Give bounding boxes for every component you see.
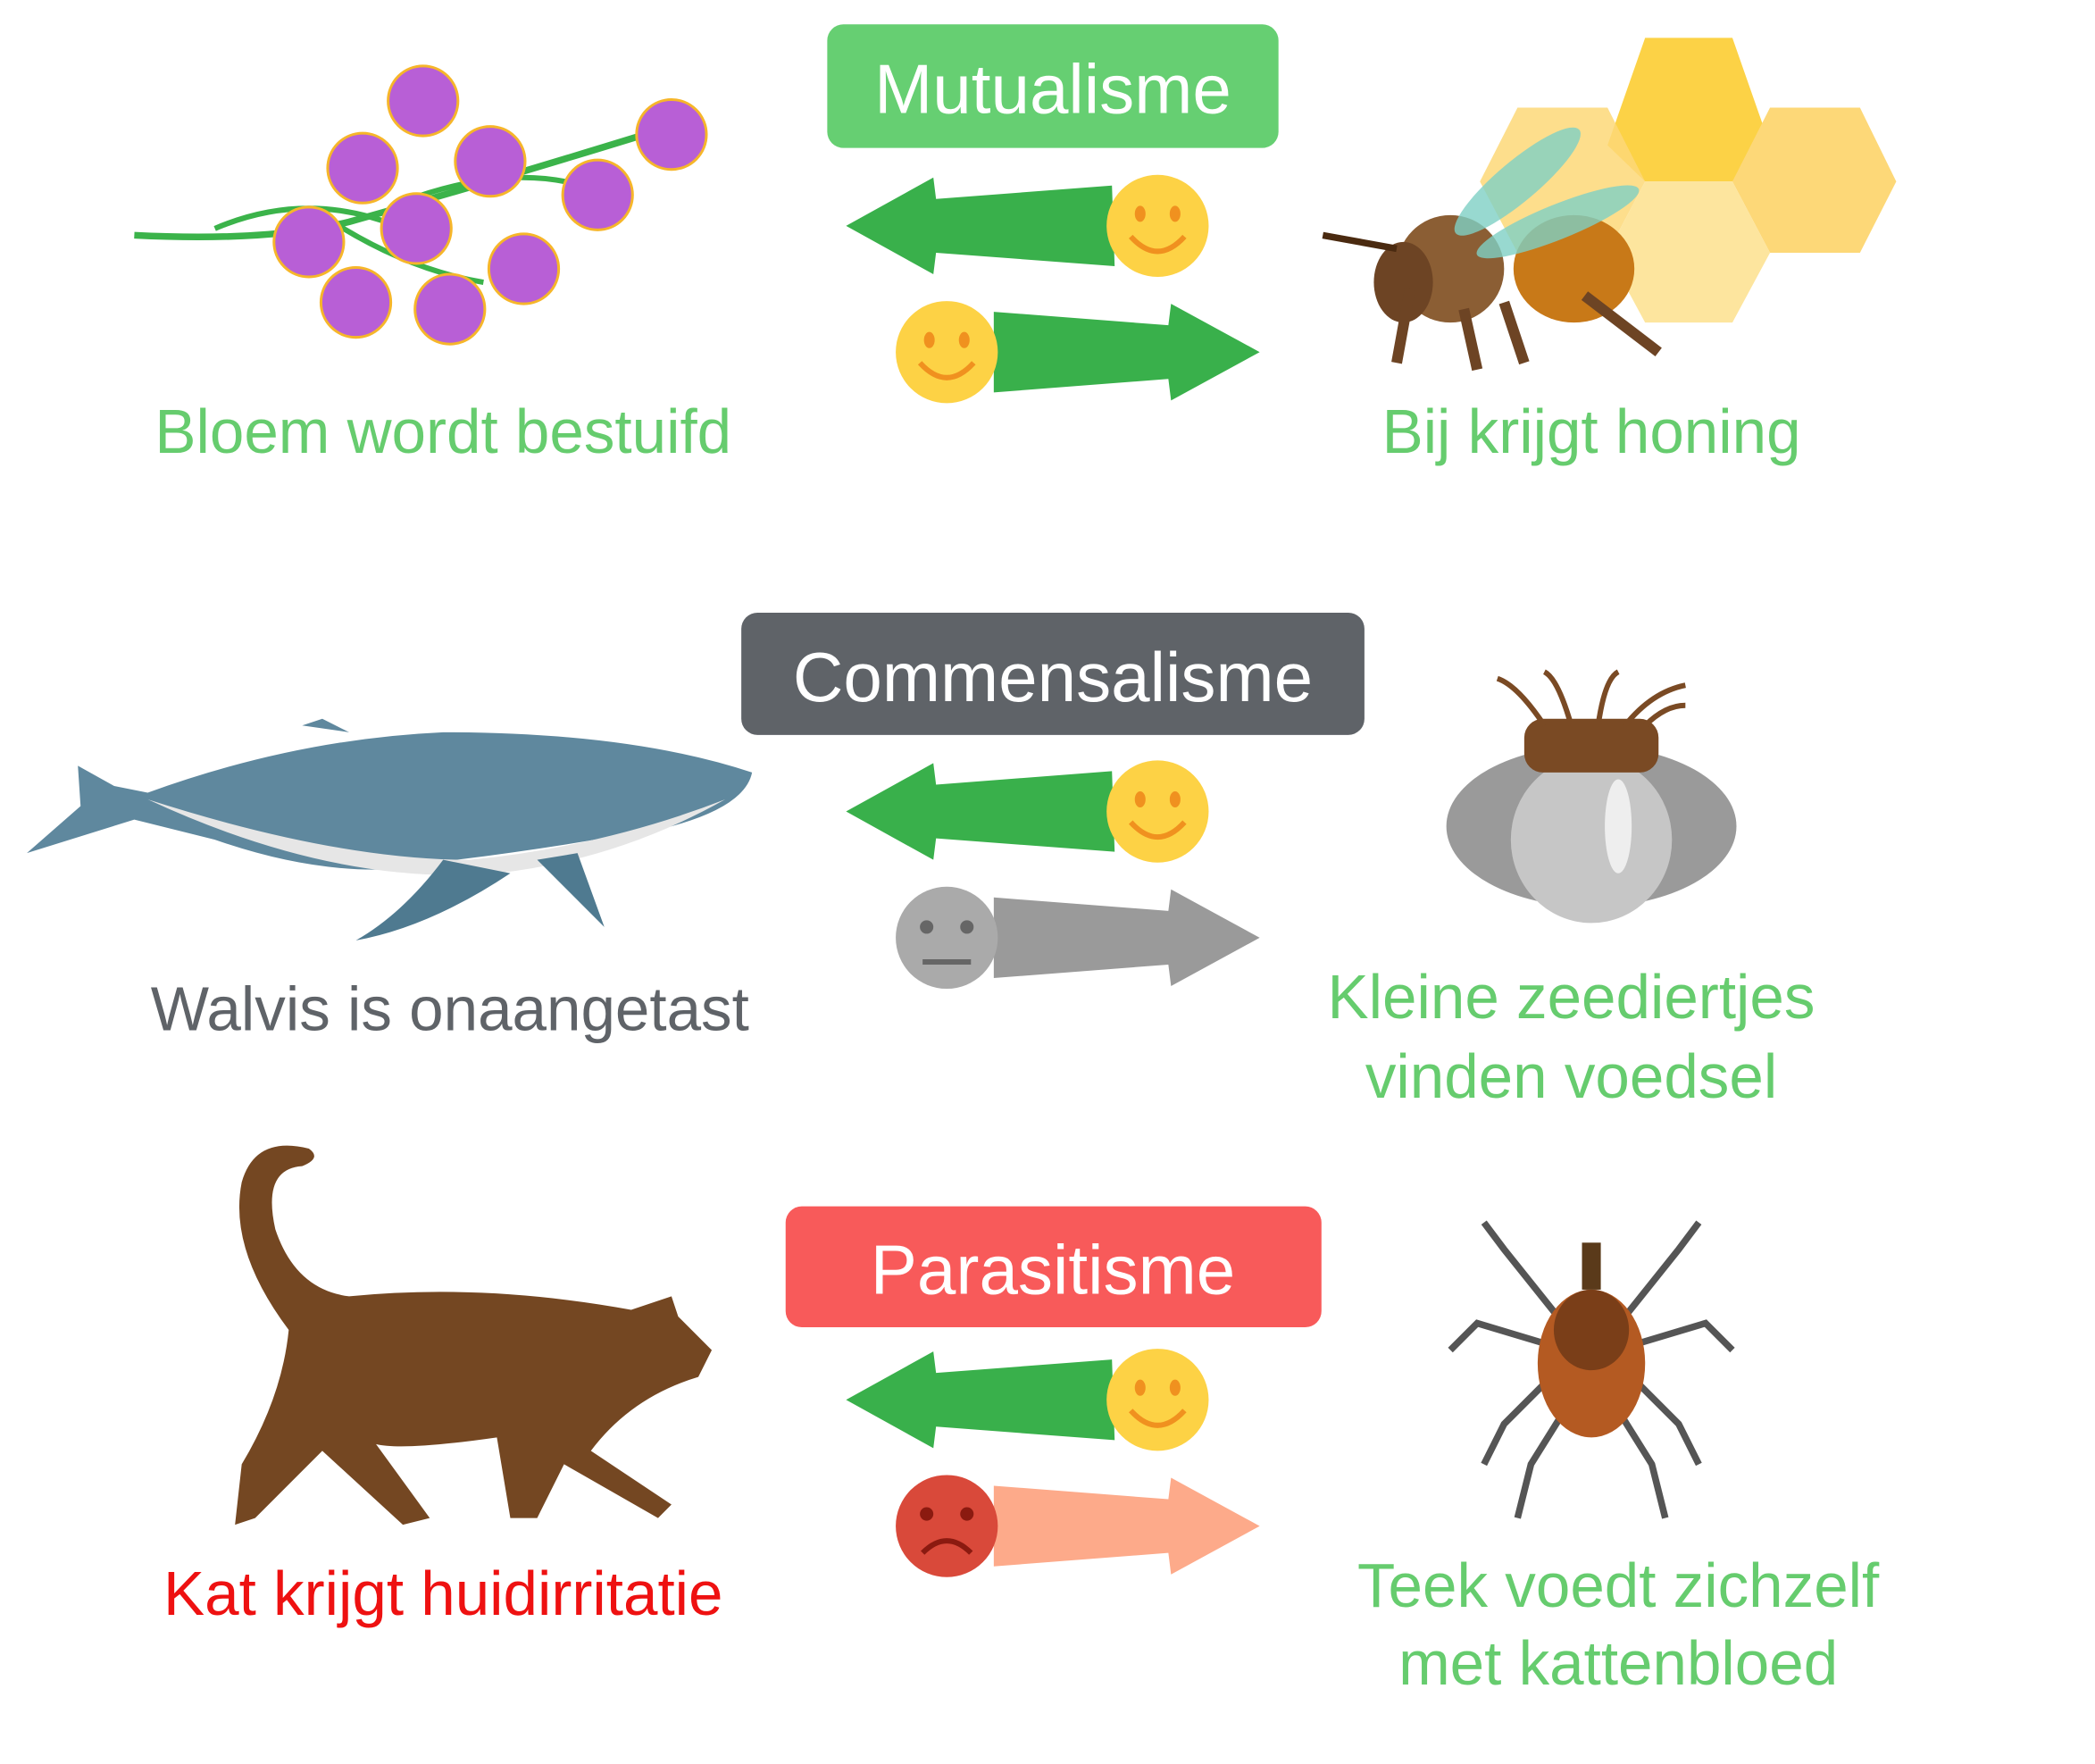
flower-effect-label: Bloem wordt bestuifd — [154, 397, 731, 466]
barnacle-illustration — [1446, 669, 1737, 924]
flower-illustration — [134, 64, 708, 346]
whale-illustration — [27, 718, 753, 941]
section-parasitism: Parasitisme Kat krijgt huidirritatie — [163, 1145, 1880, 1698]
happy-face-icon — [1106, 175, 1208, 277]
mutualism-title: Mutualisme — [874, 50, 1231, 129]
neutral-face-icon — [896, 886, 998, 990]
arrow-left-green — [846, 1351, 1115, 1449]
mutualism-title-box — [827, 24, 1279, 148]
arrow-left-green — [846, 177, 1115, 275]
happy-face-icon — [1106, 1349, 1208, 1450]
arrow-right-green — [993, 304, 1260, 401]
tick-effect-label-line2: met kattenbloed — [1398, 1628, 1838, 1698]
arrow-left-green — [846, 763, 1115, 860]
happy-face-icon — [1106, 760, 1208, 862]
tick-effect-label-line1: Teek voedt zichzelf — [1357, 1551, 1880, 1620]
parasitism-title-box — [785, 1206, 1322, 1328]
commensalism-title: Commensalisme — [793, 638, 1313, 716]
arrow-right-salmon — [993, 1477, 1260, 1575]
barnacle-effect-label-line1: Kleine zeediertjes — [1328, 962, 1815, 1032]
sad-face-icon — [896, 1475, 998, 1577]
cat-illustration — [235, 1145, 713, 1526]
arrow-right-gray — [993, 889, 1260, 987]
cat-effect-label: Kat krijgt huidirritatie — [163, 1559, 723, 1628]
happy-face-icon — [896, 301, 997, 403]
bee-effect-label: Bij krijgt honing — [1382, 397, 1801, 466]
whale-effect-label: Walvis is onaangetast — [151, 974, 749, 1044]
barnacle-effect-label-line2: vinden voedsel — [1365, 1041, 1777, 1111]
parasitism-title: Parasitisme — [871, 1230, 1235, 1308]
tick-illustration — [1448, 1220, 1735, 1519]
section-commensalism: Commensalisme Walvis i — [27, 612, 1815, 1111]
bee-illustration — [1322, 38, 1897, 372]
section-mutualism: Mutualisme — [134, 24, 1897, 466]
commensalism-title-box — [741, 612, 1365, 735]
